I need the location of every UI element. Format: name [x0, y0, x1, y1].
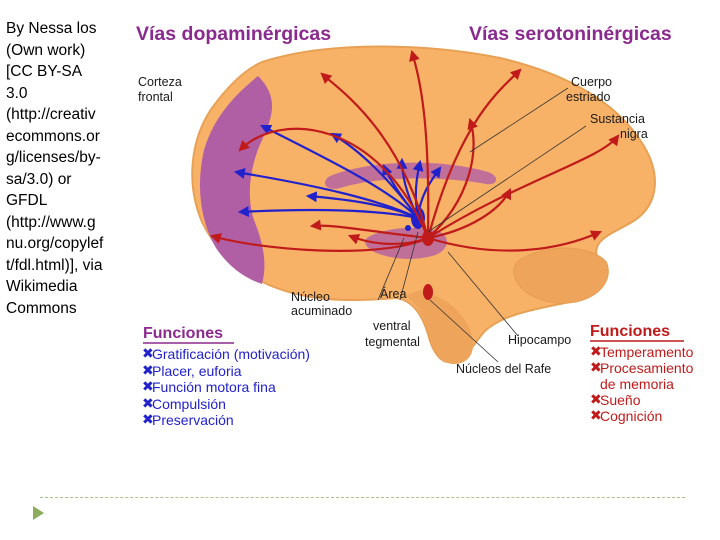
raphe-nuclei-marker-upper [422, 230, 434, 246]
dopamine-pathways [233, 125, 442, 220]
serotonin-functions: Funciones ✖ Temperamento ✖ Procesamiento… [590, 323, 694, 424]
dopamine-pathways-title: Vías dopaminérgicas [136, 23, 331, 45]
serotonin-function-item: Sueño [600, 392, 641, 408]
dopamine-function-item: Función motora fina [152, 379, 276, 395]
label-nucleo-line1: Núcleo [291, 290, 330, 304]
serotonin-pathways-title: Vías serotoninérgicas [469, 23, 672, 45]
serotonin-bullet: ✖ [590, 391, 602, 407]
label-area-line3: tegmental [365, 335, 420, 349]
frontal-cortex-region [200, 76, 273, 284]
serotonin-function-item: Cognición [600, 408, 662, 424]
striatum-band [325, 162, 497, 189]
dopamine-functions-title: Funciones [143, 325, 223, 342]
dopamine-bullet: ✖ [142, 378, 154, 394]
label-hipocampo: Hipocampo [508, 333, 571, 347]
label-nucleo-line2: acuminado [291, 304, 352, 318]
serotonin-bullet: ✖ [590, 359, 602, 375]
attribution-text: By Nessa los (Own work) [CC BY-SA 3.0 (h… [6, 20, 104, 317]
label-corteza-line2: frontal [138, 90, 173, 104]
serotonin-bullet: ✖ [590, 407, 602, 423]
serotonin-pathways [209, 49, 620, 252]
dopamine-bullet: ✖ [142, 345, 154, 361]
label-sustancia-line1: Sustancia [590, 112, 645, 126]
pointer-lines [377, 87, 587, 363]
dopamine-function-item: Placer, euforia [152, 363, 242, 379]
label-sustancia-line2: nigra [620, 127, 648, 141]
dopamine-function-item: Gratificación (motivación) [152, 346, 310, 362]
slide-bullet-arrow-icon [33, 506, 44, 520]
serotonin-bullet: ✖ [590, 343, 602, 359]
footer-divider [40, 497, 685, 498]
raphe-nuclei-marker-lower [423, 284, 433, 300]
label-corteza-line1: Corteza [138, 75, 182, 89]
dopamine-function-item: Preservación [152, 412, 234, 428]
dopamine-bullet: ✖ [142, 411, 154, 427]
serotonin-function-item: Procesamiento [600, 360, 694, 376]
cerebellum [513, 247, 609, 304]
serotonin-function-item-cont: de memoria [600, 376, 674, 392]
serotonin-function-item: Temperamento [600, 344, 694, 360]
label-cuerpo-line2: estriado [566, 90, 611, 104]
serotonin-functions-title: Funciones [590, 323, 670, 340]
dopamine-bullet: ✖ [142, 395, 154, 411]
label-area-line1: Área [380, 286, 406, 301]
dopamine-function-item: Compulsión [152, 396, 226, 412]
label-area-line2: ventral [373, 319, 411, 333]
brainstem [404, 290, 474, 364]
dopamine-bullet: ✖ [142, 362, 154, 378]
substantia-nigra-marker [405, 225, 411, 231]
label-cuerpo-line1: Cuerpo [571, 75, 612, 89]
label-rafe: Núcleos del Rafe [456, 362, 551, 376]
dopamine-functions: Funciones ✖ Gratificación (motivación) ✖… [142, 325, 310, 428]
